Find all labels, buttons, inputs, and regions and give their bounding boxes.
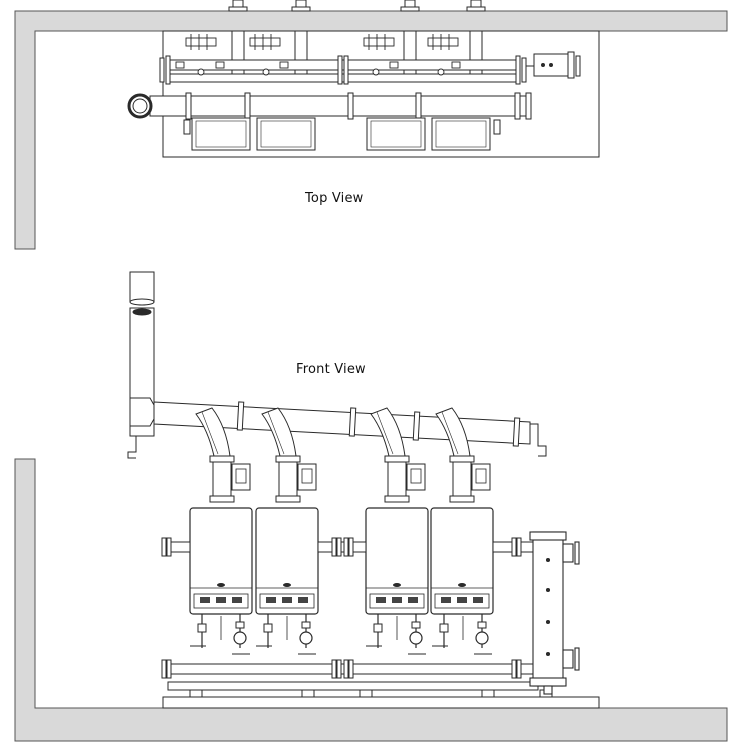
top-view-risers bbox=[228, 0, 486, 12]
front-view-wall bbox=[14, 458, 728, 742]
front-view-hydraulic-separator bbox=[529, 531, 580, 695]
front-view-boilers bbox=[189, 507, 494, 615]
top-view-label: Top View bbox=[305, 191, 364, 206]
front-view-flue-column bbox=[127, 271, 159, 459]
front-view bbox=[14, 271, 728, 742]
top-view-flue-pipe bbox=[127, 92, 532, 120]
top-view-wall bbox=[14, 10, 728, 250]
top-view bbox=[14, 0, 728, 250]
front-view-label: Front View bbox=[296, 362, 366, 377]
top-view-separator bbox=[533, 51, 581, 79]
top-view-floor-outline bbox=[162, 30, 600, 158]
front-view-flue-header bbox=[153, 401, 547, 457]
